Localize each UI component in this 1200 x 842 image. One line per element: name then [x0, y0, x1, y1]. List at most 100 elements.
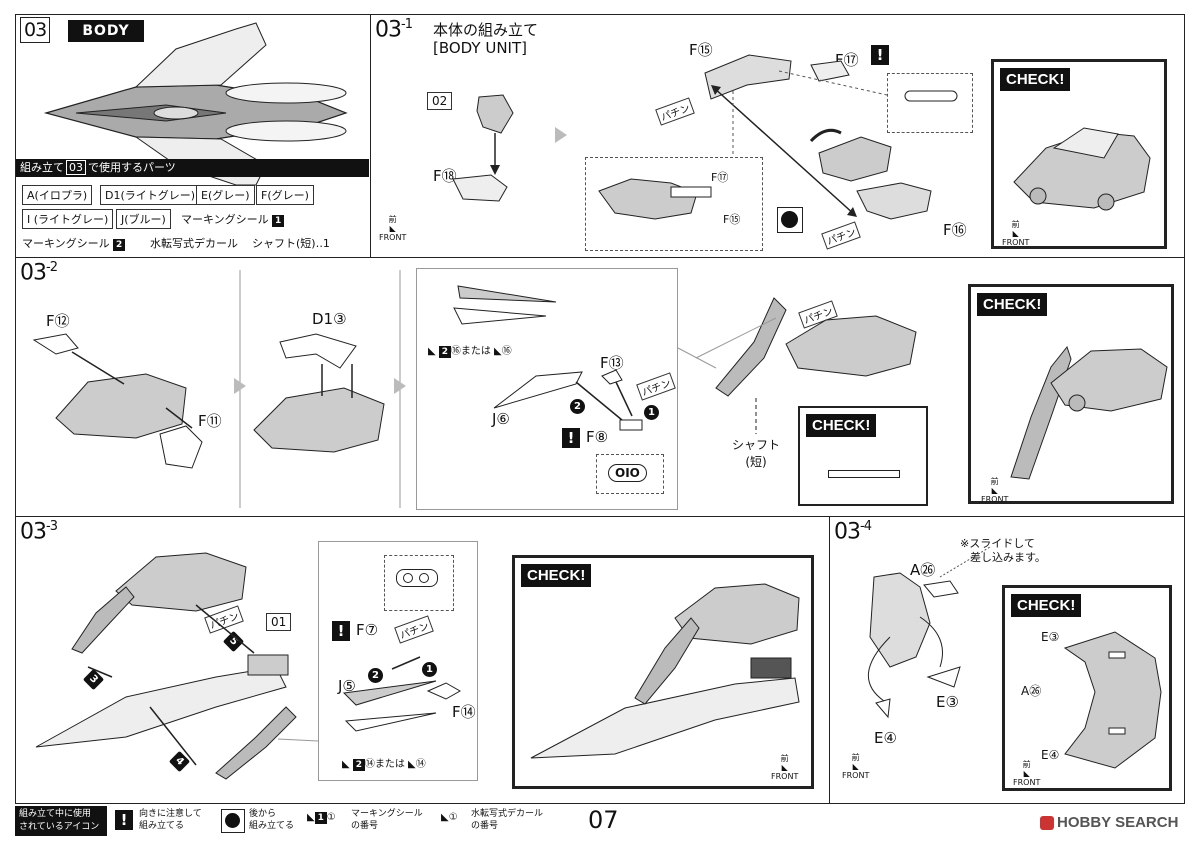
- part-label-02: 02: [427, 92, 453, 110]
- part-runner-a: A(イロプラ): [22, 185, 93, 205]
- legend-bar: 組み立て中に使用されているアイコン ! 向きに注意して組み立てる 後から組み立て…: [15, 806, 575, 836]
- check-label: CHECK!: [1011, 594, 1082, 617]
- part-label-e3: E③: [936, 693, 959, 711]
- check-label: CHECK!: [806, 414, 877, 437]
- caution-icon: !: [562, 428, 580, 448]
- front-indicator: 前◣FRONT: [842, 753, 870, 780]
- check-front-indicator: 前◣FRONT: [771, 754, 799, 781]
- sub-assembly-box: [318, 541, 478, 781]
- part-label-f18: F⑱: [433, 167, 457, 185]
- check-box: CHECK! 前◣FRONT: [991, 59, 1167, 249]
- part-runner-f: F(グレー): [256, 185, 314, 205]
- water-decal: 水転写式デカール: [150, 237, 238, 250]
- slide-note: ※スライドして差し込みます。: [960, 537, 1046, 564]
- step-03-1-illustration: [452, 54, 958, 220]
- part-runner-e: E(グレー): [196, 185, 255, 205]
- caution-icon: !: [332, 621, 350, 641]
- part-label-f13: F⑬: [600, 354, 624, 372]
- part-label-j6: J⑥: [492, 410, 510, 428]
- legend-marking-text: マーキングシールの番号: [351, 809, 423, 831]
- check-front-indicator: 前◣FRONT: [1013, 760, 1041, 787]
- body-top-view-illustration: [43, 22, 348, 186]
- oio-detail: [596, 454, 664, 494]
- step-title: BODY: [68, 20, 144, 42]
- check-illustration: [1010, 345, 1168, 480]
- step-marker-1: 1: [422, 659, 437, 678]
- step-03-4-illustration: [868, 546, 991, 719]
- oio-shape: OIO: [608, 464, 647, 482]
- legend-caution-text: 向きに注意して組み立てる: [139, 809, 202, 831]
- oio-detail: [384, 555, 454, 611]
- step-03-1-panel: 03-1 本体の組み立て [BODY UNIT] 02 F⑱ F⑮ F⑰ ! F…: [370, 14, 1185, 258]
- check-box: CHECK! 前◣FRONT: [512, 555, 814, 789]
- legend-later-text: 後から組み立てる: [249, 809, 295, 831]
- part-label-d13: D1③: [312, 310, 347, 328]
- step-03-4-panel: 03-4 ※スライドして差し込みます。 A㉖ E③ E④ 前◣FRONT CHE…: [829, 516, 1185, 804]
- legend-title: 組み立て中に使用されているアイコン: [15, 806, 107, 836]
- check-box-2: CHECK! 前◣FRONT: [968, 284, 1174, 504]
- caution-icon: !: [115, 810, 133, 830]
- shaft-detail-inset: [887, 73, 973, 133]
- check-illustration: [1013, 127, 1151, 211]
- front-indicator: 前◣FRONT: [379, 215, 407, 242]
- check-label-a26: A㉖: [1021, 684, 1042, 698]
- part-label-j5: J⑤: [338, 677, 356, 695]
- check-front-indicator: 前◣FRONT: [1002, 220, 1030, 247]
- oio-shape: [396, 569, 438, 587]
- caution-icon: !: [871, 45, 889, 65]
- part-label-01: 01: [266, 613, 292, 631]
- hobby-search-logo: HOBBY SEARCH: [1040, 814, 1178, 831]
- step-03-3-illustration: [35, 552, 462, 780]
- part-label-e4: E④: [874, 729, 897, 747]
- part-runner-j: J(ブルー): [116, 209, 171, 229]
- shaft-short: シャフト(短)‥1: [252, 237, 330, 250]
- step-number: 03-2: [20, 260, 58, 286]
- check-illustration: [530, 583, 800, 759]
- check-label-e3: E③: [1041, 630, 1060, 644]
- step-marker-2: 2: [570, 396, 585, 415]
- check-label: CHECK!: [1000, 68, 1071, 91]
- check-box: CHECK!: [798, 406, 928, 506]
- legend-decal-text: 水転写式デカールの番号: [471, 809, 544, 831]
- shaft-label: シャフト(短): [732, 438, 781, 469]
- step-number: 03-1: [375, 17, 413, 43]
- logo-icon: [1040, 816, 1054, 831]
- marking-sheet-1: マーキングシール 1: [181, 211, 285, 227]
- step-number: 03-4: [834, 519, 872, 545]
- part-label-a26: A㉖: [910, 561, 936, 579]
- part-runner-i: I (ライトグレー): [22, 209, 114, 229]
- assemble-later-icon: [221, 809, 245, 833]
- step-title-jp: 本体の組み立て: [433, 21, 539, 39]
- part-runner-d1: D1(ライトグレー): [100, 185, 201, 205]
- part-label-f15: F⑮: [689, 41, 713, 59]
- step-number: 03-3: [20, 519, 58, 545]
- part-label-f12: F⑫: [46, 312, 70, 330]
- step-number: 03: [20, 17, 51, 43]
- part-label-f11: F⑪: [198, 412, 222, 430]
- assemble-later-icon: [777, 207, 803, 233]
- sub-assembly-box: [416, 268, 678, 510]
- step-marker-2: 2: [368, 665, 383, 684]
- step-03-2-illustration: [32, 270, 917, 508]
- marking-sheet-2: マーキングシール 2: [22, 235, 126, 251]
- part-label-f14: F⑭: [452, 703, 476, 721]
- part-label-f8: F⑧: [586, 428, 609, 446]
- decal-icon: ◣①: [441, 812, 458, 823]
- step-title-en: [BODY UNIT]: [433, 39, 527, 57]
- part-label-f7: F⑦: [356, 621, 379, 639]
- sticker-slot: [828, 470, 900, 478]
- check-label-e4: E④: [1041, 748, 1060, 762]
- check-front-indicator: 前◣FRONT: [981, 477, 1009, 504]
- step-marker-1: 1: [644, 402, 659, 421]
- page-number: 07: [588, 806, 619, 834]
- part-label-f16: F⑯: [943, 221, 967, 239]
- inset-label-f15: F⑮: [723, 213, 741, 226]
